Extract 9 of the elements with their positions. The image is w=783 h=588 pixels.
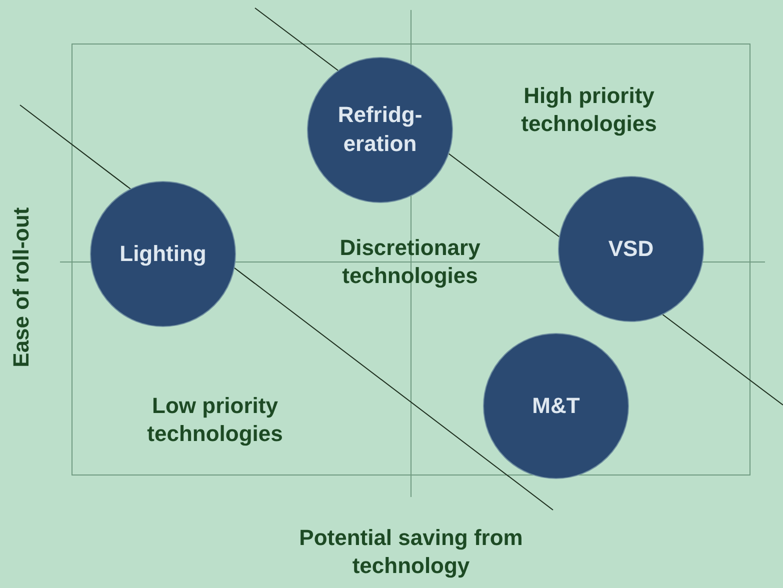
node-label: M&T	[532, 392, 580, 420]
quadrant-label: Low priority technologies	[146, 392, 284, 448]
node-label: Refridg- eration	[336, 101, 424, 158]
axis-title: Ease of roll-out	[8, 206, 35, 369]
node-label: VSD	[608, 234, 654, 263]
axis-title: Potential saving from technology	[298, 524, 524, 580]
node-label: Lighting	[120, 240, 206, 268]
quadrant-label: High priority technologies	[520, 82, 658, 138]
quadrant-label: Discretionary technologies	[338, 234, 482, 290]
